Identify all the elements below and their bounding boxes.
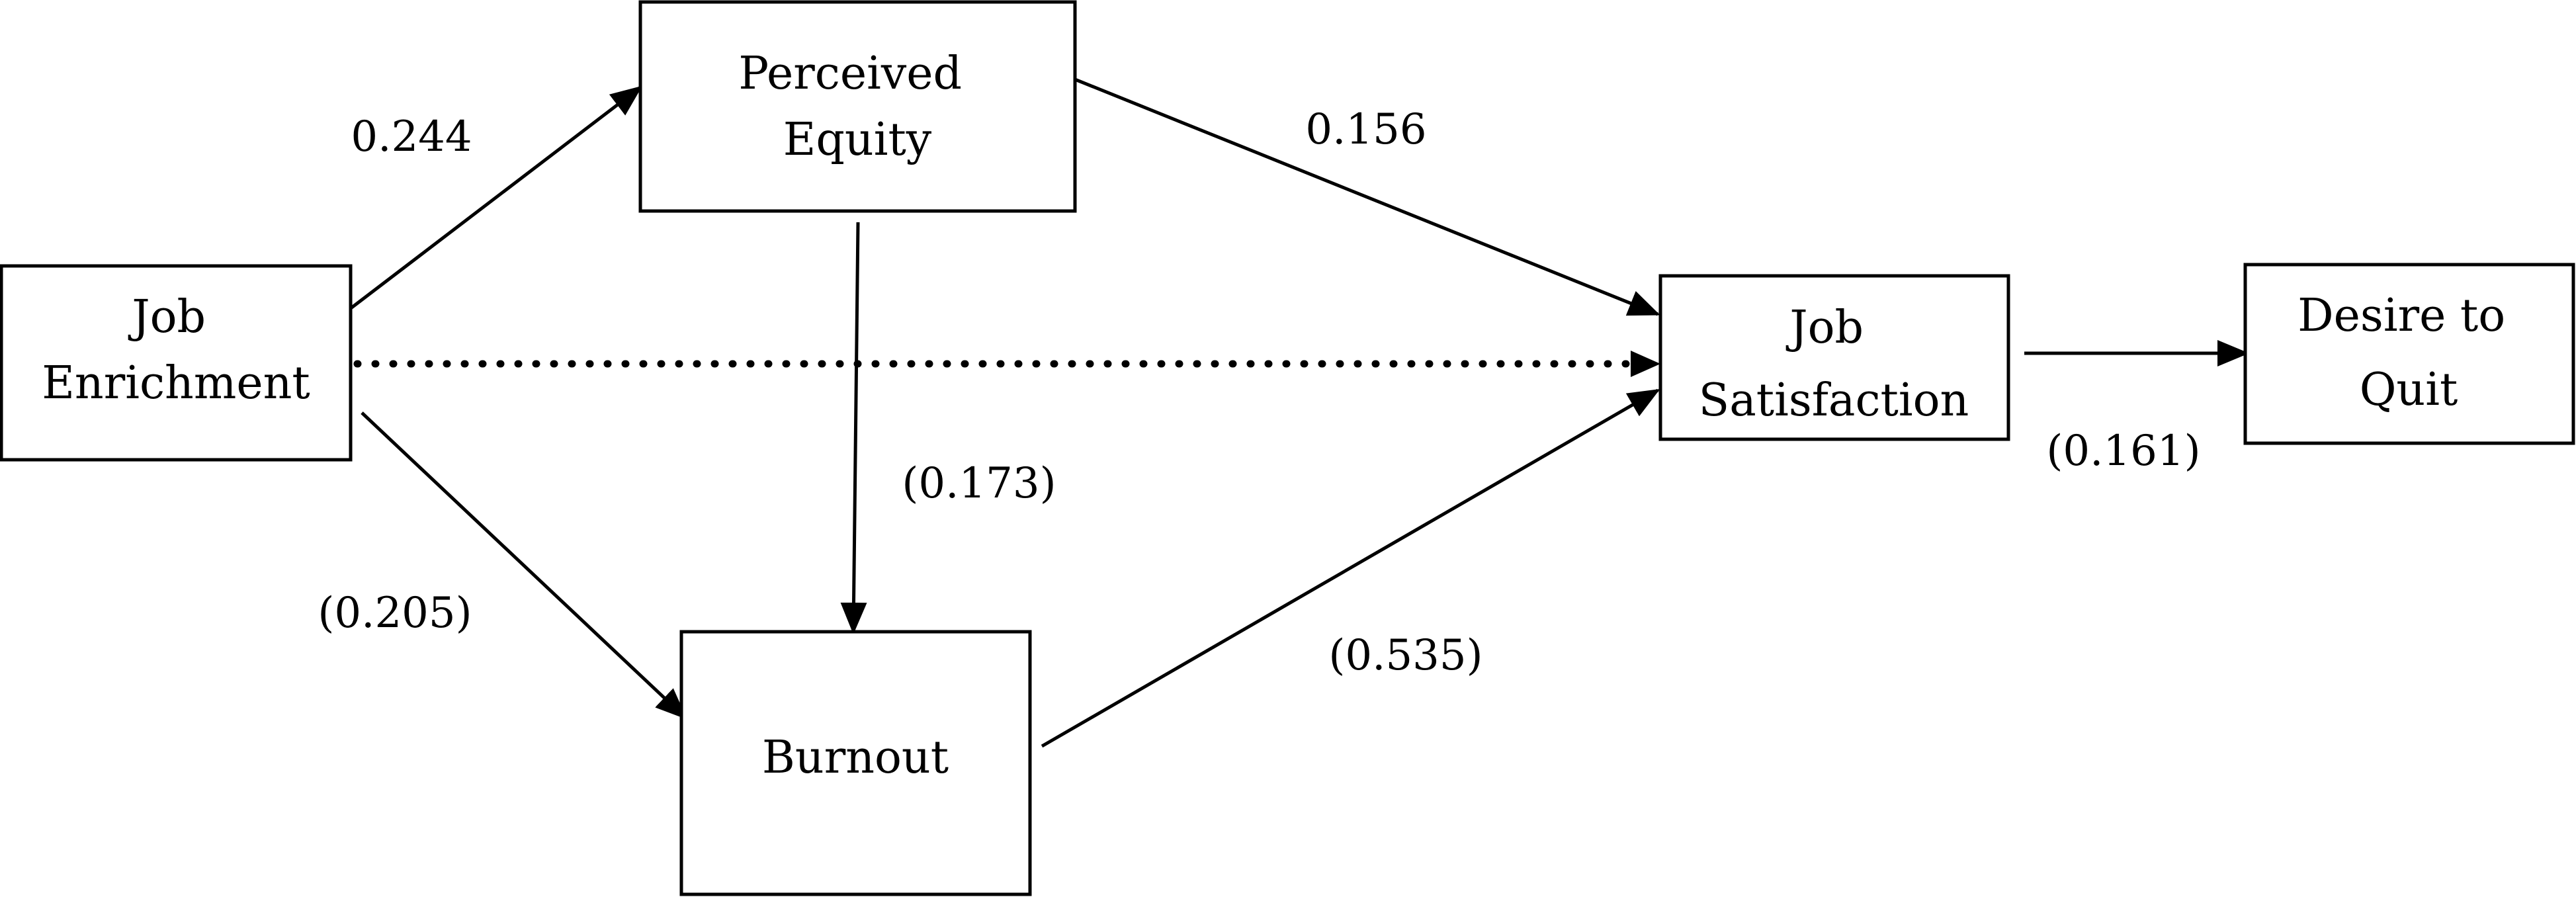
label-burnout-to-job-satisfaction: (0.535) bbox=[1328, 631, 1482, 680]
node-perceived-equity-label: Perceived Equity bbox=[738, 48, 976, 166]
node-job-satisfaction-label: Job Satisfaction bbox=[1699, 302, 1969, 427]
label-perceived-equity-to-job-satisfaction: 0.156 bbox=[1305, 105, 1426, 154]
node-desire-to-quit-box bbox=[2243, 263, 2575, 445]
node-burnout-box bbox=[679, 630, 1032, 896]
node-burnout: Burnout bbox=[679, 630, 1032, 896]
node-label-line: Quit bbox=[2360, 364, 2458, 416]
node-job-enrichment: Job Enrichment bbox=[0, 264, 353, 462]
node-label-line: Burnout bbox=[762, 732, 949, 784]
label-job-enrichment-to-burnout: (0.205) bbox=[318, 589, 472, 638]
node-desire-to-quit-label: Desire to Quit bbox=[2297, 290, 2520, 416]
node-job-satisfaction-box bbox=[1658, 274, 2010, 441]
edge-burnout-to-job-satisfaction bbox=[1041, 388, 1660, 748]
node-label-line: Perceived bbox=[738, 48, 962, 100]
node-label-line: Job bbox=[1785, 302, 1864, 354]
edges bbox=[346, 76, 2249, 748]
edge-job-enrichment-to-perceived-equity bbox=[346, 85, 643, 312]
node-perceived-equity: Perceived Equity bbox=[638, 0, 1077, 213]
edge-perceived-equity-to-job-satisfaction bbox=[1071, 76, 1660, 316]
node-perceived-equity-box bbox=[638, 0, 1077, 213]
node-label-line: Desire to bbox=[2297, 290, 2505, 342]
node-job-enrichment-label: Job Enrichment bbox=[42, 291, 310, 409]
node-burnout-label: Burnout bbox=[762, 732, 949, 784]
node-label-line: Job bbox=[128, 291, 206, 343]
edge-labels: 0.244 0.156 (0.173) (0.205) (0.535) (0.1… bbox=[318, 105, 2200, 680]
label-job-satisfaction-to-desire-to-quit: (0.161) bbox=[2046, 427, 2200, 476]
node-label-line: Satisfaction bbox=[1699, 374, 1969, 427]
node-job-enrichment-box bbox=[0, 264, 353, 462]
label-perceived-equity-to-burnout: (0.173) bbox=[902, 459, 1056, 508]
node-label-line: Enrichment bbox=[42, 357, 310, 409]
node-job-satisfaction: Job Satisfaction bbox=[1658, 274, 2010, 441]
node-label-line: Equity bbox=[783, 114, 932, 166]
edge-perceived-equity-to-burnout bbox=[840, 222, 867, 634]
label-job-enrichment-to-perceived-equity: 0.244 bbox=[351, 112, 472, 161]
edge-job-enrichment-to-burnout bbox=[361, 411, 687, 720]
edge-dotted-arrowhead bbox=[1631, 351, 1660, 377]
node-desire-to-quit: Desire to Quit bbox=[2243, 263, 2575, 445]
